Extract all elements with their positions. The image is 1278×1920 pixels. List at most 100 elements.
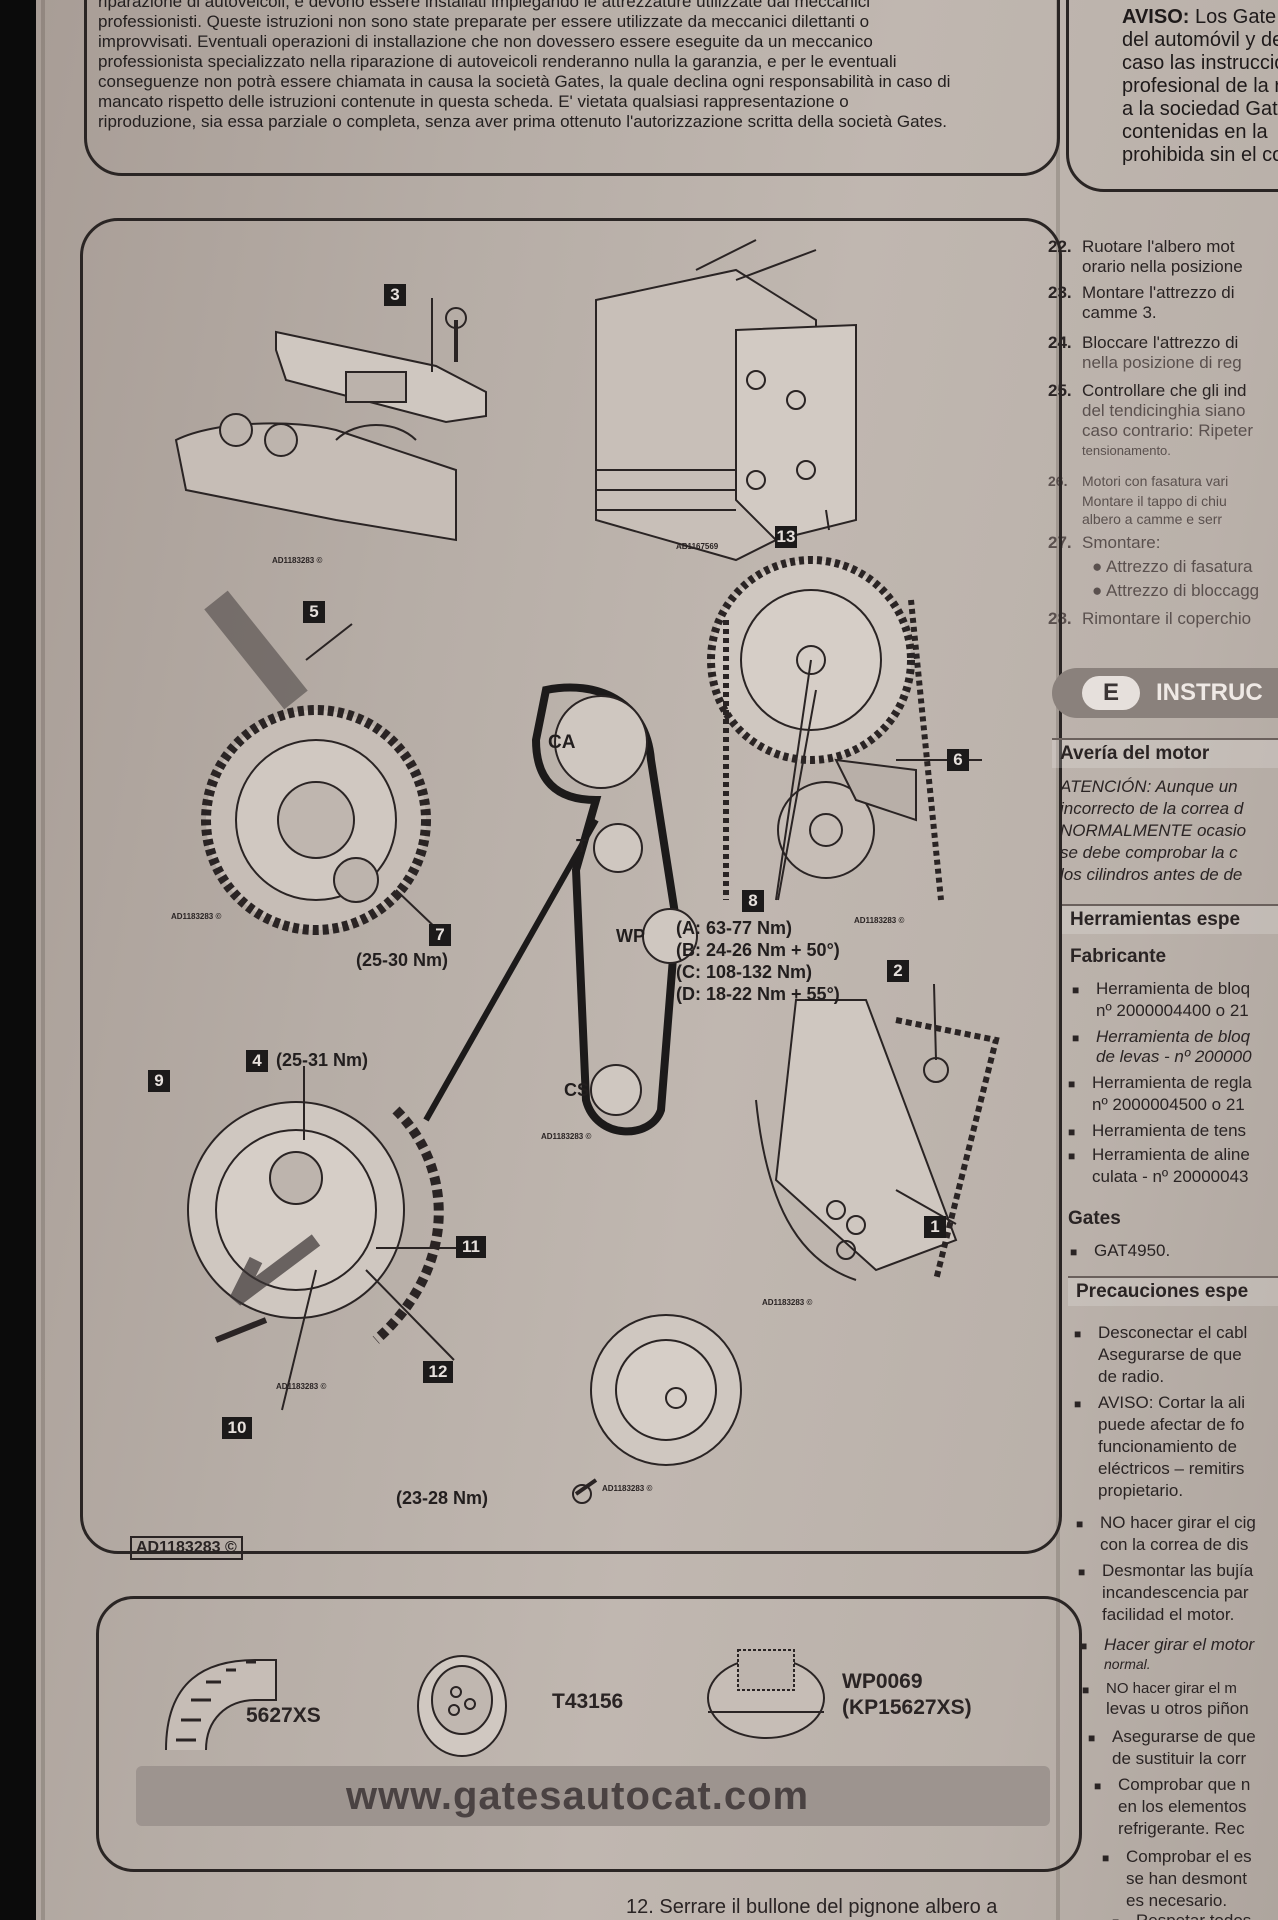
prec-item: con la correa de dis <box>1100 1535 1249 1554</box>
prec-item: refrigerante. Rec <box>1118 1819 1245 1838</box>
step-26: 26.Motori con fasatura vari <box>1048 470 1228 492</box>
website-link[interactable]: www.gatesautocat.com <box>346 1774 810 1818</box>
aviso-lead: AVISO: <box>1122 6 1190 28</box>
torque-7: (25-30 Nm) <box>356 950 449 970</box>
crankshaft-lock-illustration <box>755 999 1000 1281</box>
fab-item: de levas - nº 200000 <box>1096 1047 1252 1066</box>
ita-line: improvvisati. Eventuali operazioni di in… <box>98 32 873 51</box>
fold-crease <box>1056 0 1060 1920</box>
step-text: ● Attrezzo di fasatura <box>1092 557 1253 576</box>
aviso-line: contenidas en la <box>1122 121 1268 143</box>
aviso-line: prohibida sin el con <box>1122 144 1278 166</box>
prec-item: Hacer girar el motor <box>1080 1634 1254 1657</box>
pulley-cs-label: CS <box>564 1080 590 1100</box>
fab-item: nº 2000004400 o 21 <box>1096 1001 1249 1020</box>
label-7: 7 <box>429 924 451 946</box>
prec-item: propietario. <box>1098 1481 1184 1500</box>
camshaft-sprocket-illustration <box>201 590 431 935</box>
fold-crease-left <box>41 0 45 1920</box>
label-8: 8 <box>742 890 764 912</box>
prec-item: Desmontar las bujía <box>1078 1560 1253 1583</box>
prec-item: facilidad el motor. <box>1102 1605 1235 1624</box>
label-5: 5 <box>303 601 325 623</box>
averia-line: ATENCIÓN: Aunque un <box>1060 777 1238 796</box>
averia-line: los cilindros antes de de <box>1060 865 1243 884</box>
step-text: tensionamento. <box>1082 443 1171 458</box>
prec-item: Respetar todos <box>1112 1910 1251 1920</box>
water-pump-icon <box>707 1649 825 1739</box>
prec-item: Desconectar el cabl <box>1074 1322 1247 1345</box>
belt-part-code: 5627XS <box>246 1704 321 1727</box>
section-letter: E <box>1082 676 1140 710</box>
figure-code: AD1183283 © <box>762 1298 813 1307</box>
figure-code: AD1183283 © <box>276 1382 327 1391</box>
prec-item: eléctricos – remitirs <box>1098 1459 1245 1478</box>
cam-pulley-tensioner-illustration <box>707 556 944 901</box>
parts-box <box>96 1596 1082 1872</box>
step-text: Bloccare l'attrezzo di <box>1082 333 1239 352</box>
fab-item: Herramienta de regla <box>1068 1072 1252 1095</box>
prec-item: funcionamiento de <box>1098 1437 1237 1456</box>
prec-item: Comprobar que n <box>1094 1774 1250 1797</box>
italian-warning-text: riparazione di autoveicoli, e devono ess… <box>98 0 1042 132</box>
prec-item: Comprobar el es <box>1102 1846 1252 1869</box>
prec-item: puede afectar de fo <box>1098 1415 1245 1434</box>
step-text: orario nella posizione <box>1082 257 1243 276</box>
aviso-line: del automóvil y de <box>1122 29 1278 51</box>
prec-item: Asegurarse de que <box>1088 1726 1256 1749</box>
step-text: del tendicinghia siano <box>1082 401 1246 420</box>
step-text: Motori con fasatura vari <box>1082 473 1229 489</box>
step-28: 28.Rimontare il coperchio <box>1048 608 1251 630</box>
aviso-line: profesional de la re <box>1122 75 1278 97</box>
prec-item: de radio. <box>1098 1367 1165 1386</box>
tensioner-icon <box>417 1655 507 1757</box>
step-text: Ruotare l'albero mot <box>1082 237 1235 256</box>
url-bar <box>136 1766 1050 1826</box>
step-text: nella posizione di reg <box>1082 353 1242 372</box>
camshaft-tool-illustration <box>174 307 487 542</box>
ita-line: riparazione di autoveicoli, e devono ess… <box>98 0 871 11</box>
aviso-box <box>1066 0 1278 192</box>
label-12: 12 <box>423 1361 453 1383</box>
aviso-line: caso las instruccio <box>1122 52 1278 74</box>
main-figure-code: AD1183283 © <box>130 1536 243 1560</box>
label-1: 1 <box>924 1216 946 1238</box>
figure-code: AB1167569 <box>676 542 719 551</box>
aviso-line: a la sociedad Gate <box>1122 98 1278 120</box>
step-text: camme 3. <box>1082 303 1157 322</box>
precauciones-title: Precauciones espe <box>1068 1276 1278 1306</box>
herramientas-title: Herramientas espe <box>1062 904 1278 934</box>
torque-c: (C: 108-132 Nm) <box>676 962 813 982</box>
torque-4: (25-31 Nm) <box>276 1050 369 1070</box>
pulley-ca-label: CA <box>548 732 576 753</box>
tensioner-part-code: T43156 <box>552 1690 624 1713</box>
step-text: Rimontare il coperchio <box>1082 609 1252 628</box>
pump-kit-code: (KP15627XS) <box>842 1696 972 1719</box>
label-9: 9 <box>148 1070 170 1092</box>
prec-item: es necesario. <box>1126 1891 1228 1910</box>
torque-a: (A: 63-77 Nm) <box>676 918 793 938</box>
prec-item: se han desmont <box>1126 1869 1247 1888</box>
step-text: ● Attrezzo di bloccagg <box>1092 581 1260 600</box>
step-text: Smontare: <box>1082 533 1161 552</box>
figure-code: AD1183283 © <box>171 912 222 921</box>
step-text: Controllare che gli ind <box>1082 381 1247 400</box>
prec-item: Asegurarse de que <box>1098 1345 1242 1364</box>
cylinder-head-illustration <box>595 239 857 562</box>
gates-title: Gates <box>1068 1208 1121 1229</box>
step-22: 22.Ruotare l'albero mot <box>1048 236 1235 258</box>
prec-item: de sustituir la corr <box>1112 1749 1247 1768</box>
pulley-wp-label: WP <box>616 926 645 946</box>
torque-crank: (23-28 Nm) <box>396 1488 489 1508</box>
prec-item: NO hacer girar el cig <box>1076 1512 1256 1535</box>
section-e-header: E INSTRUC <box>1052 668 1278 718</box>
prec-item: NO hacer girar el m <box>1082 1678 1237 1701</box>
label-13: 13 <box>775 526 797 548</box>
fab-item: nº 2000004500 o 21 <box>1092 1095 1245 1114</box>
figure-code: AD1183283 © <box>541 1132 592 1141</box>
gates-item: GAT4950. <box>1070 1240 1170 1263</box>
crankshaft-pulley-illustration <box>572 1314 742 1504</box>
prec-item: levas u otros piñon <box>1106 1699 1249 1718</box>
diagram-box <box>80 218 1062 1554</box>
prec-item: normal. <box>1104 1656 1151 1672</box>
